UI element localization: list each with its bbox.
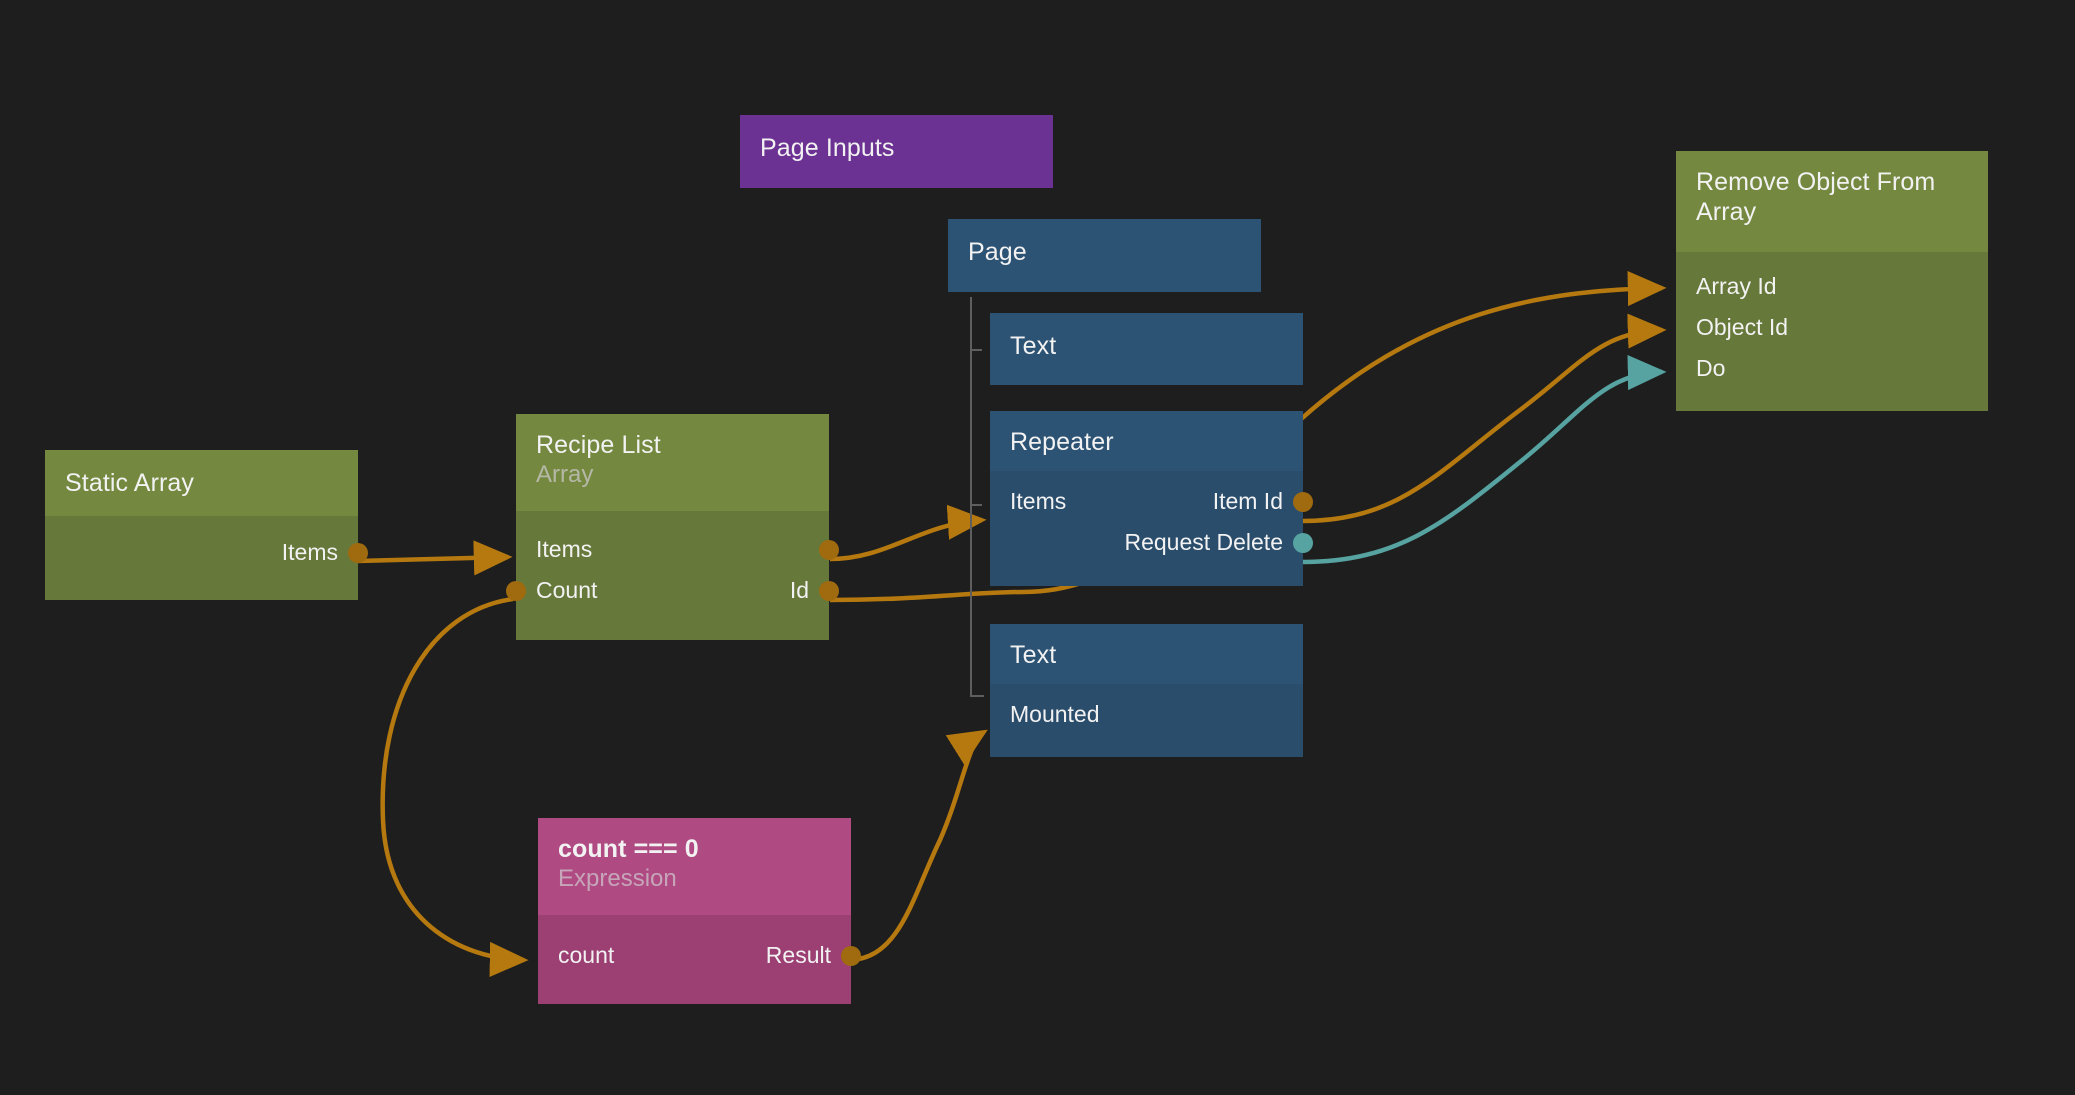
- node-remove-object-body: Array Id Object Id Do: [1676, 252, 1988, 411]
- node-repeater-title: Repeater: [1010, 428, 1114, 456]
- tree-branch-repeater: [970, 504, 982, 506]
- node-remove-object-from-array[interactable]: Remove Object From Array Array Id Object…: [1676, 151, 1988, 411]
- node-recipe-list-header: Recipe List Array: [516, 414, 829, 511]
- port-row-text-mounted[interactable]: Mounted: [990, 694, 1303, 735]
- port-row-recipe-items[interactable]: Items: [516, 529, 839, 570]
- port-dot-expression-result[interactable]: [841, 946, 861, 966]
- port-label-repeater-item-id: Item Id: [1212, 488, 1283, 514]
- node-static-array-body: Items: [45, 516, 368, 600]
- port-label-recipe-id: Id: [789, 577, 809, 603]
- node-expression-body: count Result: [538, 915, 861, 1004]
- node-text-top[interactable]: Text: [990, 313, 1303, 385]
- port-label-expression-result: Result: [765, 942, 831, 968]
- tree-branch-text-bottom: [970, 695, 984, 697]
- port-label-text-mounted: Mounted: [1010, 701, 1100, 727]
- port-row-repeater-items[interactable]: Items Item Id: [990, 481, 1313, 522]
- port-label-remove-do: Do: [1696, 355, 1726, 381]
- node-static-array-header: Static Array: [45, 450, 358, 516]
- node-expression[interactable]: count === 0 Expression count Result: [538, 818, 861, 1004]
- node-recipe-list[interactable]: Recipe List Array Items Count Id: [506, 414, 839, 640]
- node-repeater[interactable]: Repeater Items Item Id Request Delete: [990, 411, 1313, 586]
- node-repeater-body: Items Item Id Request Delete: [990, 471, 1313, 586]
- port-dot-repeater-item-id[interactable]: [1293, 492, 1313, 512]
- port-row-remove-object-id[interactable]: Object Id: [1676, 307, 1988, 348]
- wire-recipe-items-out-to-repeater-items: [829, 504, 987, 562]
- port-label-repeater-items: Items: [1010, 488, 1067, 514]
- node-expression-title: count === 0: [558, 835, 699, 863]
- node-text-bottom-title: Text: [1010, 641, 1057, 669]
- port-row-remove-array-id[interactable]: Array Id: [1676, 266, 1988, 307]
- wire-recipe-count-to-expression-count: [380, 596, 529, 977]
- node-text-top-title: Text: [1010, 332, 1057, 360]
- port-label-recipe-count: Count: [536, 577, 598, 603]
- port-dot-recipe-id[interactable]: [819, 581, 839, 601]
- node-text-bottom-header: Text: [990, 624, 1303, 684]
- port-row-recipe-count[interactable]: Count Id: [506, 570, 839, 611]
- node-page[interactable]: Page: [948, 219, 1261, 292]
- node-page-header: Page: [948, 219, 1261, 281]
- port-row-repeater-request-delete[interactable]: Request Delete: [990, 522, 1313, 563]
- port-dot-recipe-items-out[interactable]: [819, 540, 839, 560]
- node-text-top-header: Text: [990, 313, 1303, 375]
- port-dot-static-array-items[interactable]: [348, 543, 368, 563]
- port-label-repeater-request-delete: Request Delete: [1124, 529, 1283, 555]
- node-recipe-list-title: Recipe List: [536, 431, 661, 459]
- wire-repeater-request-delete-to-remove-do: [1302, 355, 1667, 565]
- port-label-expression-count: count: [558, 942, 615, 968]
- node-page-inputs[interactable]: Page Inputs: [740, 115, 1053, 188]
- node-text-bottom-body: Mounted: [990, 684, 1303, 757]
- node-page-title: Page: [968, 238, 1027, 266]
- port-dot-repeater-request-delete[interactable]: [1293, 533, 1313, 553]
- node-page-inputs-title: Page Inputs: [760, 134, 895, 162]
- port-label-static-array-items: Items: [281, 539, 338, 565]
- port-row-expression-count[interactable]: count Result: [538, 935, 861, 976]
- port-dot-recipe-count[interactable]: [506, 581, 526, 601]
- node-recipe-list-subtitle: Array: [536, 461, 594, 488]
- node-expression-header: count === 0 Expression: [538, 818, 851, 915]
- tree-branch-text-top: [970, 349, 982, 351]
- node-repeater-header: Repeater: [990, 411, 1303, 471]
- node-static-array-title: Static Array: [65, 469, 195, 497]
- node-text-bottom[interactable]: Text Mounted: [990, 624, 1303, 757]
- node-static-array[interactable]: Static Array Items: [45, 450, 368, 600]
- port-label-remove-object-id: Object Id: [1696, 314, 1789, 340]
- node-remove-object-title: Remove Object From Array: [1696, 168, 1936, 226]
- node-expression-subtitle: Expression: [558, 865, 677, 892]
- node-recipe-list-body: Items Count Id: [506, 511, 839, 640]
- tree-trunk-line: [970, 297, 972, 697]
- wire-static-array-items-to-recipe-items: [356, 540, 513, 576]
- port-label-remove-array-id: Array Id: [1696, 273, 1777, 299]
- node-page-inputs-header: Page Inputs: [740, 115, 1053, 177]
- wire-expression-result-to-text-mounted: [849, 729, 988, 963]
- port-label-recipe-items: Items: [536, 536, 593, 562]
- node-remove-object-header: Remove Object From Array: [1676, 151, 1988, 252]
- port-row-remove-do[interactable]: Do: [1676, 348, 1988, 389]
- wire-repeater-item-id-to-remove-object-id: [1302, 313, 1667, 524]
- port-row-static-array-items[interactable]: Items: [45, 532, 368, 573]
